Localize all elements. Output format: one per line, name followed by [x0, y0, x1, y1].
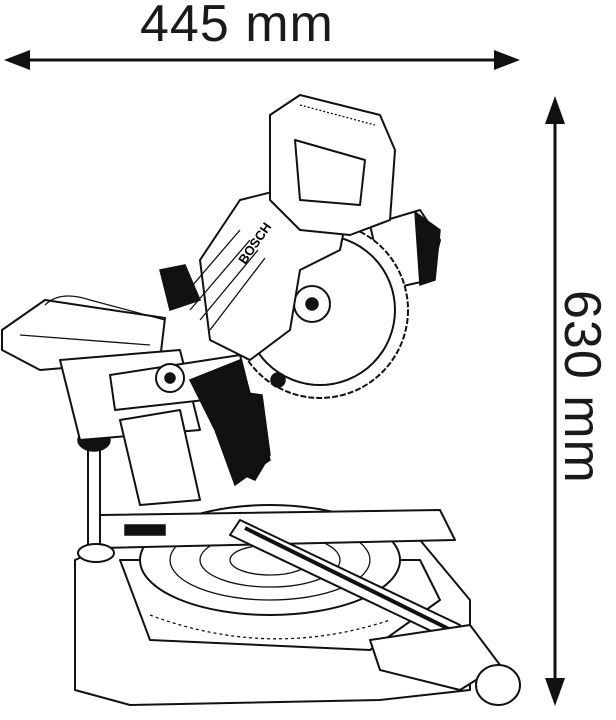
- sliding-rail: [229, 519, 521, 706]
- width-dimension-arrow: [4, 50, 520, 70]
- bevel-lock: [159, 264, 286, 481]
- height-dimension-arrow: [545, 96, 565, 706]
- handle[interactable]: [269, 94, 396, 236]
- width-dimension-label: 445 mm: [140, 0, 334, 53]
